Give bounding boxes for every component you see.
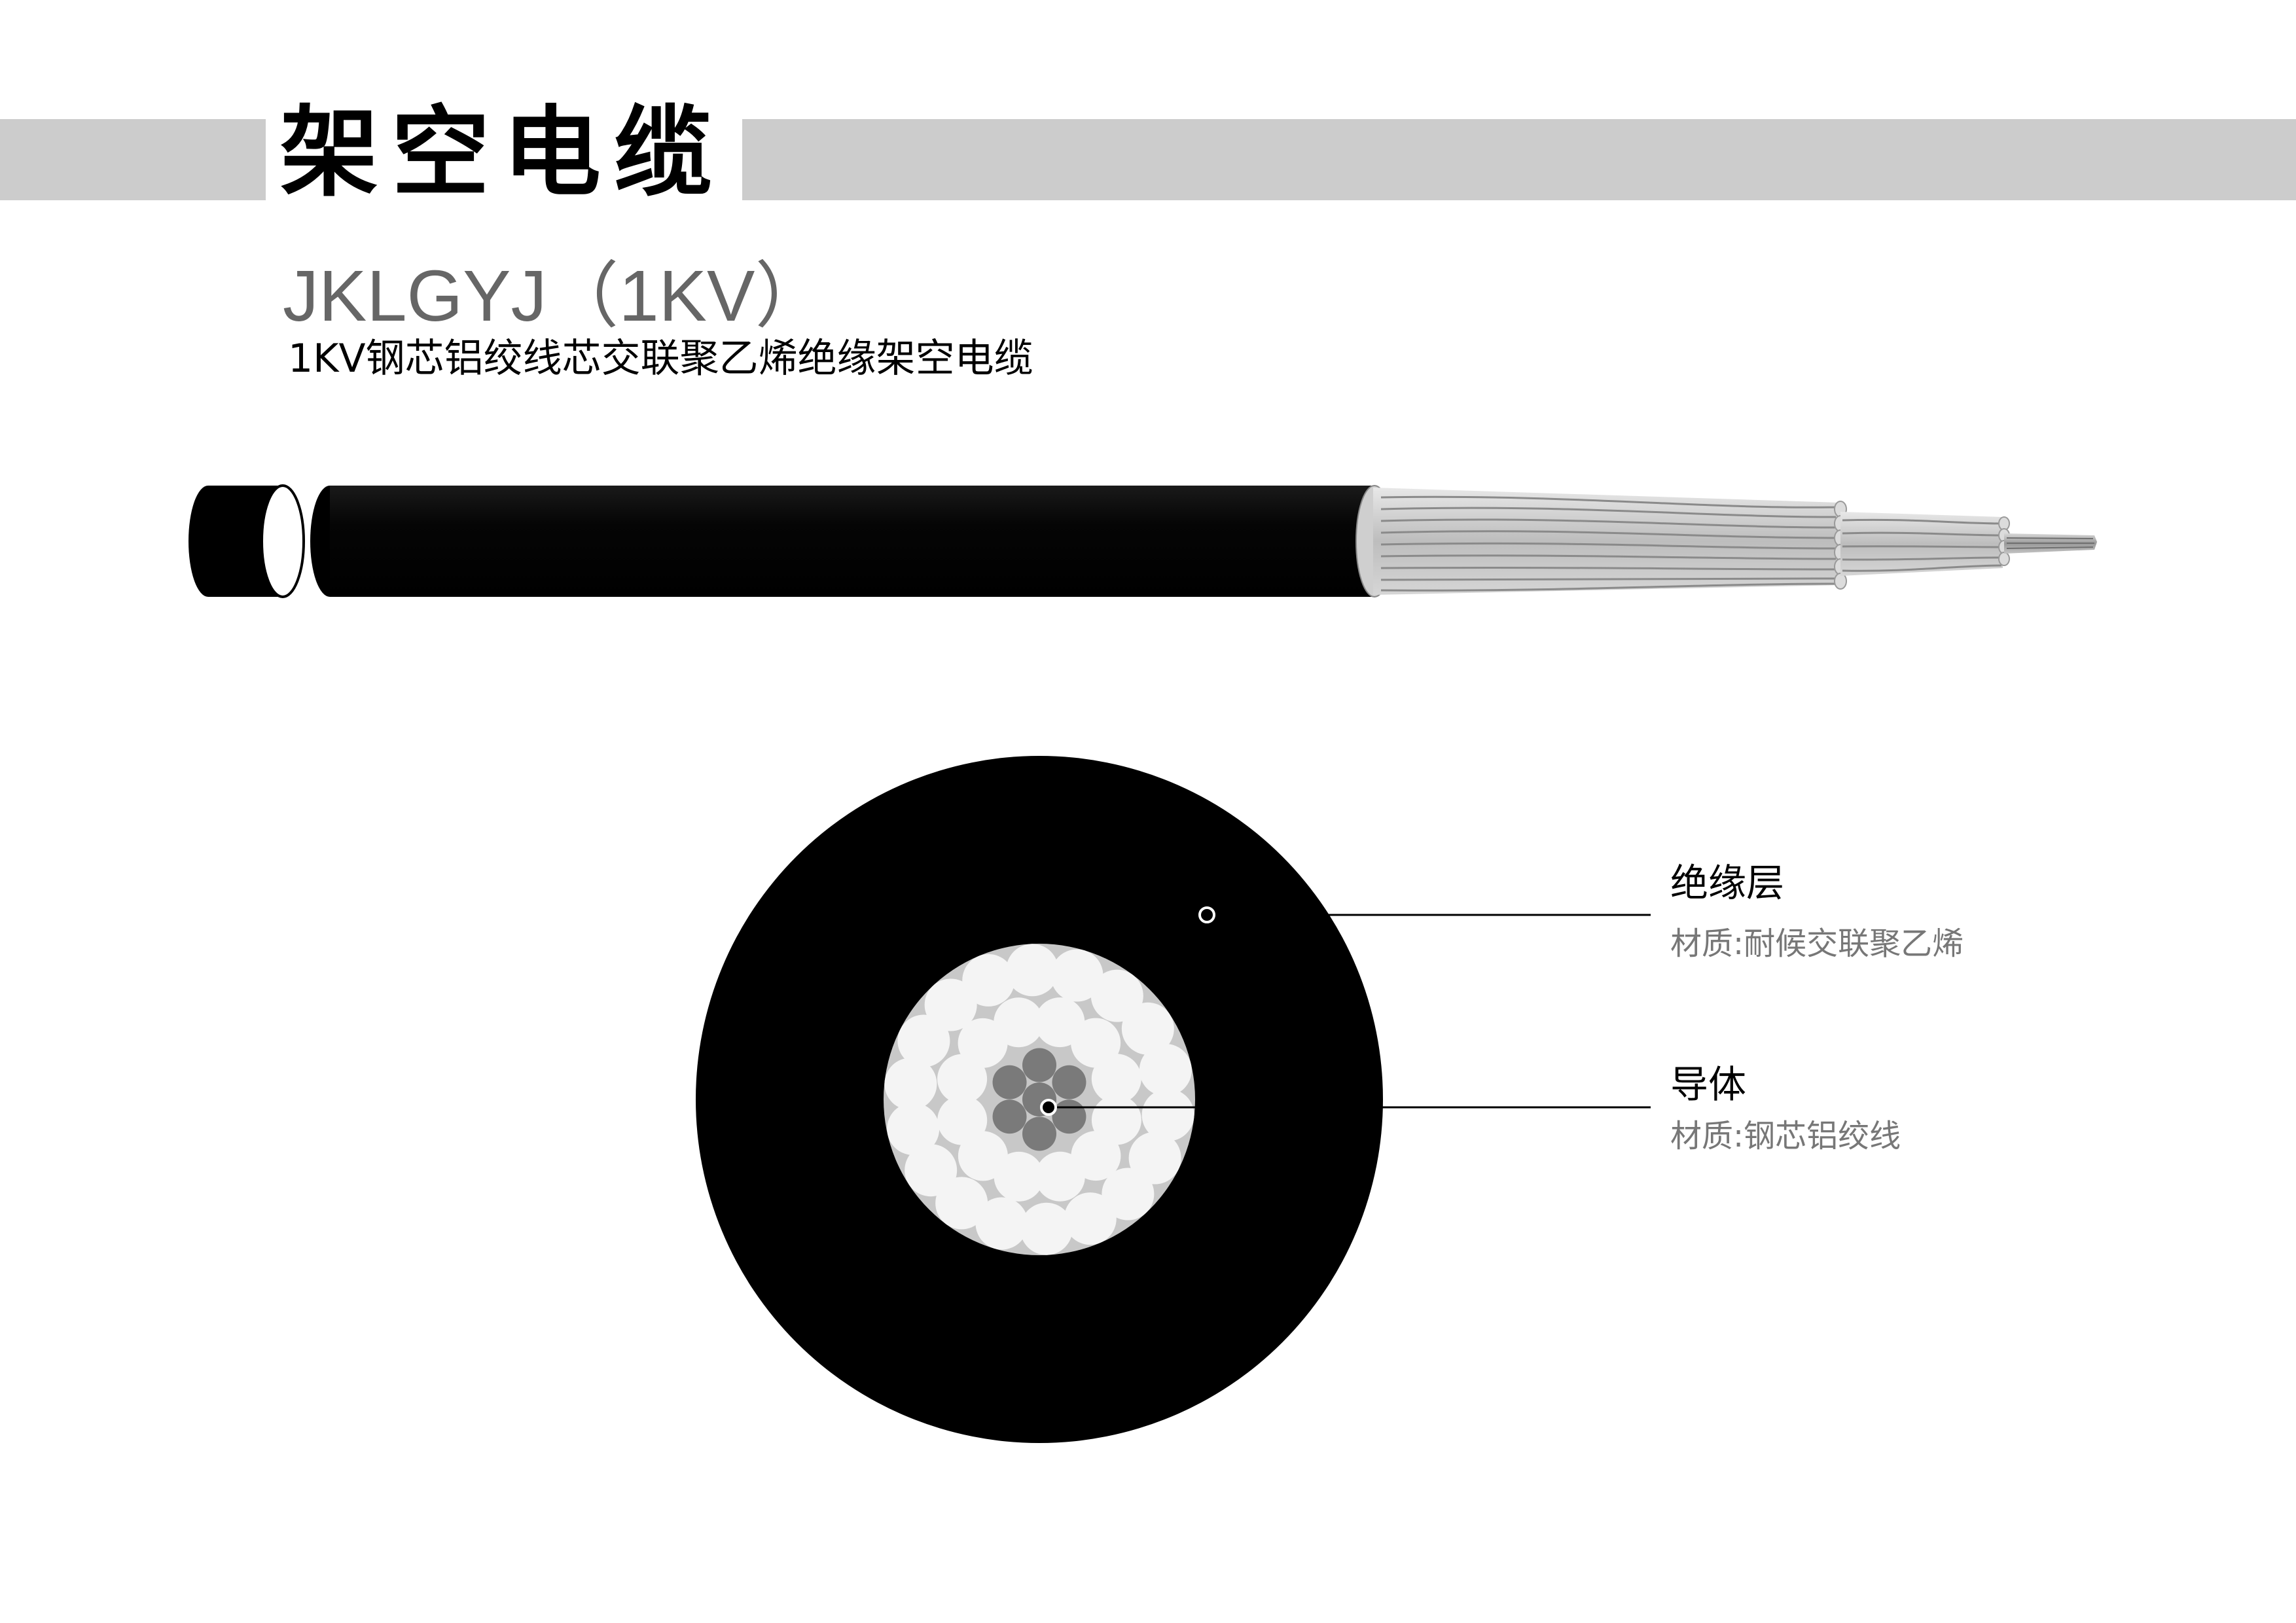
aluminum-strand — [924, 978, 977, 1031]
insulation-leader-dot — [1198, 906, 1215, 923]
aluminum-strand — [935, 1177, 988, 1230]
steel-strand — [1022, 1048, 1056, 1082]
header-title-box: 架空电缆 — [266, 96, 743, 210]
aluminum-strand — [1064, 1192, 1117, 1245]
aluminum-strand — [937, 1095, 988, 1145]
aluminum-strand — [1035, 1151, 1085, 1202]
aluminum-strand — [975, 1197, 1028, 1250]
conductor-material-label: 材质:钢芯铝绞线 — [1670, 1118, 1901, 1154]
aluminum-strand — [1141, 1088, 1194, 1141]
product-name: 1KV钢芯铝绞线芯交联聚乙烯绝缘架空电缆 — [288, 336, 1033, 382]
aluminum-strand — [887, 1102, 940, 1155]
aluminum-strand — [884, 1058, 937, 1111]
aluminum-strand — [962, 954, 1015, 1007]
aluminum-strand — [905, 1144, 958, 1197]
aluminum-strand — [1091, 1054, 1141, 1104]
steel-strand — [1052, 1065, 1086, 1099]
aluminum-strand — [897, 1014, 950, 1067]
aluminum-strand — [1128, 1132, 1181, 1185]
aluminum-strand — [1139, 1044, 1192, 1097]
insulation-material-label: 材质:耐候交联聚乙烯 — [1670, 925, 1964, 962]
aluminum-strand — [1102, 1168, 1155, 1221]
aluminum-strand — [1090, 969, 1143, 1022]
aluminum-strand — [1006, 944, 1059, 997]
steel-strand — [1022, 1116, 1056, 1151]
aluminum-strand — [1050, 949, 1103, 1002]
aluminum-strand — [1121, 1002, 1174, 1055]
aluminum-strand — [994, 997, 1044, 1048]
model-code: JKLGYJ（1KV） — [283, 256, 827, 336]
page-title: 架空电缆 — [280, 96, 726, 210]
steel-strand — [1052, 1099, 1086, 1134]
steel-strand — [992, 1065, 1027, 1099]
conductor-label: 导体 — [1670, 1062, 1747, 1107]
steel-strand — [992, 1099, 1027, 1134]
conductor-leader-dot — [1040, 1099, 1057, 1116]
aluminum-strand — [1020, 1202, 1073, 1255]
insulation-layer-label: 绝缘层 — [1670, 861, 1785, 905]
